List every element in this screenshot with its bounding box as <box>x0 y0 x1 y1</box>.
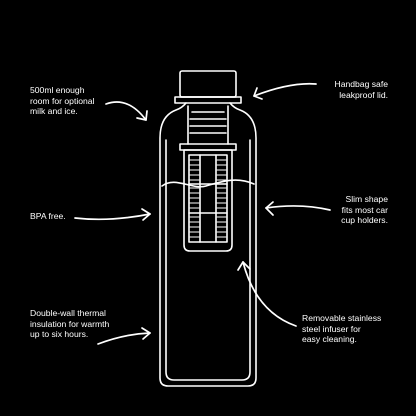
thermal-callout: Double-wall thermal insulation for warmt… <box>30 308 110 339</box>
arrow-capacity-icon <box>105 101 148 121</box>
infuser-callout: Removable stainless steel infuser for ea… <box>302 313 382 344</box>
arrow-lid-icon <box>253 82 317 100</box>
bottle-outline-icon <box>159 102 257 387</box>
arrow-infuser-icon <box>237 261 297 327</box>
arrow-bpa-icon <box>74 208 151 221</box>
arrow-thermal-icon <box>97 327 151 345</box>
infuser-outline-icon <box>179 105 237 252</box>
bpa-callout: BPA free. <box>30 211 66 221</box>
lid-icon <box>174 70 242 104</box>
lid-callout: Handbag safe leakproof lid. <box>334 79 388 100</box>
shape-callout: Slim shape fits most car cup holders. <box>341 194 388 225</box>
capacity-callout: 500ml enough room for optional milk and … <box>30 85 95 116</box>
arrow-shape-icon <box>265 201 331 216</box>
